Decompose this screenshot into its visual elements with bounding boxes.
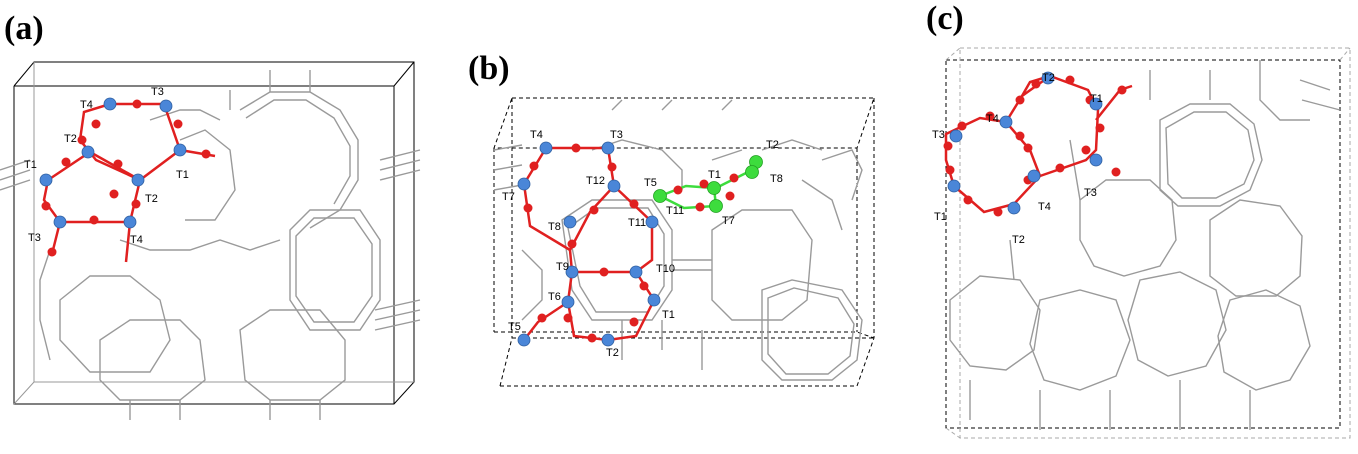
panel-c-label: (c) (926, 0, 964, 37)
panel-a-label: (a) (4, 10, 44, 47)
panel-c-structure: T2 T1 T4 T3 T1 T4 T3 T2 (932, 47, 1351, 439)
site-label: T7 (502, 191, 515, 203)
framework-bonds (0, 70, 421, 420)
site-label: T5 (644, 177, 657, 189)
site-label: T12 (586, 175, 605, 187)
site-label: T4 (80, 99, 93, 111)
site-label: T3 (28, 232, 41, 244)
panel-c: (c) (910, 0, 1358, 454)
site-label: T4 (130, 234, 143, 246)
site-label: T1 (662, 309, 675, 321)
oxygen-atoms (943, 75, 1127, 217)
site-label: T2 (145, 193, 158, 205)
unit-cell-box (13, 61, 415, 405)
site-label: T3 (932, 129, 945, 141)
framework-bonds (949, 60, 1341, 430)
site-label: T2 (1042, 72, 1055, 84)
site-label: T11 (628, 217, 646, 229)
unit-cell-box (493, 97, 875, 387)
panel-b-label: (b) (468, 50, 510, 87)
site-label: T2 (64, 133, 77, 145)
site-label: T10 (656, 263, 675, 275)
site-label: T8 (548, 221, 561, 233)
silicon-atoms (517, 141, 661, 347)
site-labels: T4 T3 T2 T1 T1 T2 T3 T4 (24, 86, 189, 246)
site-label: T5 (508, 321, 521, 333)
panel-a: (a) (0, 0, 440, 454)
site-labels: T2 T1 T4 T3 T1 T4 T3 T2 (932, 72, 1103, 246)
oxygen-atoms (41, 99, 211, 257)
o-t-bonds (944, 74, 1133, 214)
site-label: T2 (606, 347, 619, 359)
site-label: T4 (1038, 201, 1051, 213)
framework-bonds (493, 99, 863, 381)
site-label: T3 (151, 86, 164, 98)
panel-b-structure: T4 T3 T12 T7 T8 T11 T9 T10 T6 T5 T2 T1 T… (493, 97, 875, 387)
substituted-atoms (653, 155, 763, 213)
site-label: T1 (24, 159, 37, 171)
site-label: T2 (1012, 234, 1025, 246)
unit-cell-box (945, 47, 1351, 439)
site-labels: T4 T3 T12 T7 T8 T11 T9 T10 T6 T5 T2 T1 T… (502, 129, 783, 359)
site-label: T1 (934, 211, 947, 223)
site-label: T1 (708, 169, 721, 181)
site-label: T11 (666, 205, 684, 217)
site-label: T9 (556, 261, 569, 273)
panel-a-structure: T4 T3 T2 T1 T1 T2 T3 T4 (0, 61, 421, 420)
oxygen-atoms (523, 143, 739, 343)
site-label: T3 (610, 129, 623, 141)
site-label: T3 (1084, 187, 1097, 199)
site-label: T7 (722, 215, 735, 227)
site-label: T6 (548, 291, 561, 303)
site-label: T2 (766, 139, 779, 151)
site-label: T8 (770, 173, 783, 185)
site-label: T1 (1090, 93, 1103, 105)
silicon-atoms (947, 71, 1103, 215)
site-label: T4 (986, 113, 999, 125)
site-label: T4 (530, 129, 543, 141)
silicon-atoms (39, 97, 187, 229)
site-label: T1 (176, 169, 189, 181)
panel-b: (b) (462, 0, 892, 454)
